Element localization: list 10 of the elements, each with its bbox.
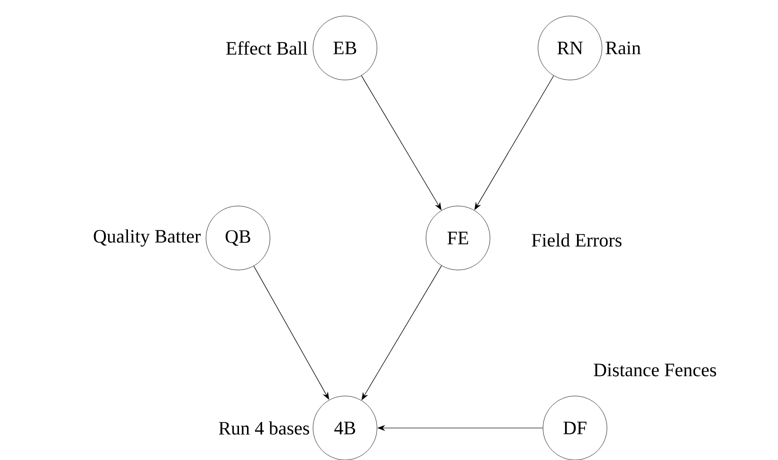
- node-label: Quality Batter: [94, 229, 201, 247]
- node-label: Rain: [606, 42, 641, 54]
- node-label: Run 4 bases: [218, 421, 310, 435]
- circle-node: QB: [206, 206, 270, 270]
- circle-node: EB: [312, 16, 378, 80]
- node-label: Field Errors: [532, 233, 622, 247]
- circle-node: FE: [426, 206, 490, 270]
- circle-node: RN: [538, 16, 602, 80]
- node-label: Distance Fences: [594, 364, 716, 376]
- node-label: Effect Ball: [226, 41, 308, 55]
